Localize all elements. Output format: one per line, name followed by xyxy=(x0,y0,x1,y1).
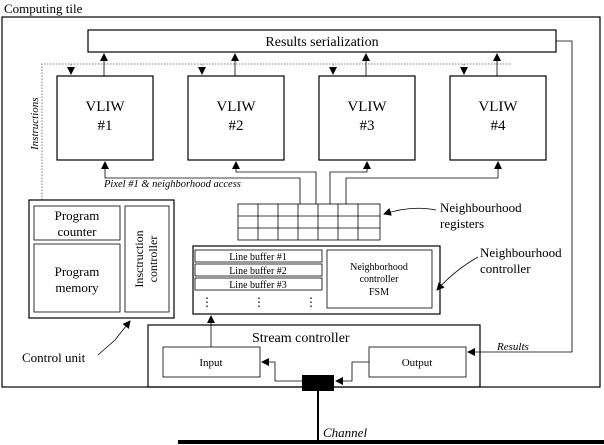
ellipsis-3: ⋮ xyxy=(305,295,317,309)
svg-text:Program: Program xyxy=(55,264,100,279)
vliw-unit-1: VLIW #1 xyxy=(56,75,154,161)
svg-text:Line buffer #2: Line buffer #2 xyxy=(229,266,287,277)
control-unit-label: Control unit xyxy=(22,350,86,365)
tile-label: Computing tile xyxy=(4,1,83,16)
instructions-line xyxy=(41,63,512,200)
svg-text:counter: counter xyxy=(58,224,98,239)
svg-text:controller: controller xyxy=(360,274,400,285)
svg-text:VLIW: VLIW xyxy=(478,99,518,115)
svg-text:Output: Output xyxy=(402,357,433,369)
svg-text:Line buffer #1: Line buffer #1 xyxy=(229,252,287,263)
control-unit-box xyxy=(28,199,175,319)
svg-text:#3: #3 xyxy=(360,118,375,134)
svg-text:memory: memory xyxy=(55,280,99,295)
neighbourhood-registers-label-1: Neighbourhood xyxy=(440,200,522,215)
line-buffer-1 xyxy=(194,249,323,263)
line-buffer-3 xyxy=(194,277,323,291)
program-memory-box xyxy=(33,243,121,313)
svg-text:Input: Input xyxy=(199,357,222,369)
svg-text:#1: #1 xyxy=(98,118,113,134)
neighbourhood-registers xyxy=(237,203,381,241)
vliw-unit-4: VLIW #4 xyxy=(449,75,547,161)
svg-text:#4: #4 xyxy=(491,118,507,134)
svg-text:FSM: FSM xyxy=(369,287,389,298)
instructions-label: Instructions xyxy=(29,97,41,151)
line-buffer-2 xyxy=(194,263,323,277)
vliw-unit-2: VLIW #2 xyxy=(187,75,285,161)
svg-text:VLIW: VLIW xyxy=(216,99,256,115)
neighbourhood-controller-label-2: controller xyxy=(480,261,531,276)
svg-text:Program: Program xyxy=(55,208,100,223)
svg-text:VLIW: VLIW xyxy=(85,99,125,115)
ellipsis-2: ⋮ xyxy=(253,295,265,309)
svg-text:controller: controller xyxy=(146,236,160,283)
channel-label: Channel xyxy=(323,425,367,440)
pixel-access-label: Pixel #1 & neighborhood access xyxy=(103,179,241,190)
vliw-unit-3: VLIW #3 xyxy=(318,75,416,161)
results-serialization-label: Results serialization xyxy=(265,35,378,50)
fsm-box xyxy=(326,249,433,309)
input-box xyxy=(162,346,261,378)
neighbourhood-controller-box xyxy=(192,245,441,315)
svg-text:Neighborhood: Neighborhood xyxy=(350,262,408,273)
svg-text:Insctruction: Insctruction xyxy=(132,230,146,287)
stream-controller-label: Stream controller xyxy=(252,331,350,346)
neighbourhood-controller-label-1: Neighbourhood xyxy=(480,245,562,260)
svg-text:VLIW: VLIW xyxy=(347,99,387,115)
neighbourhood-registers-label-2: registers xyxy=(440,216,484,231)
channel-connector xyxy=(302,375,334,391)
svg-text:#2: #2 xyxy=(229,118,244,134)
svg-text:Line buffer #3: Line buffer #3 xyxy=(229,280,287,291)
program-counter-box xyxy=(33,205,121,241)
ellipsis-1: ⋮ xyxy=(201,295,213,309)
instruction-controller-box xyxy=(124,205,170,313)
results-label: Results xyxy=(496,341,529,353)
